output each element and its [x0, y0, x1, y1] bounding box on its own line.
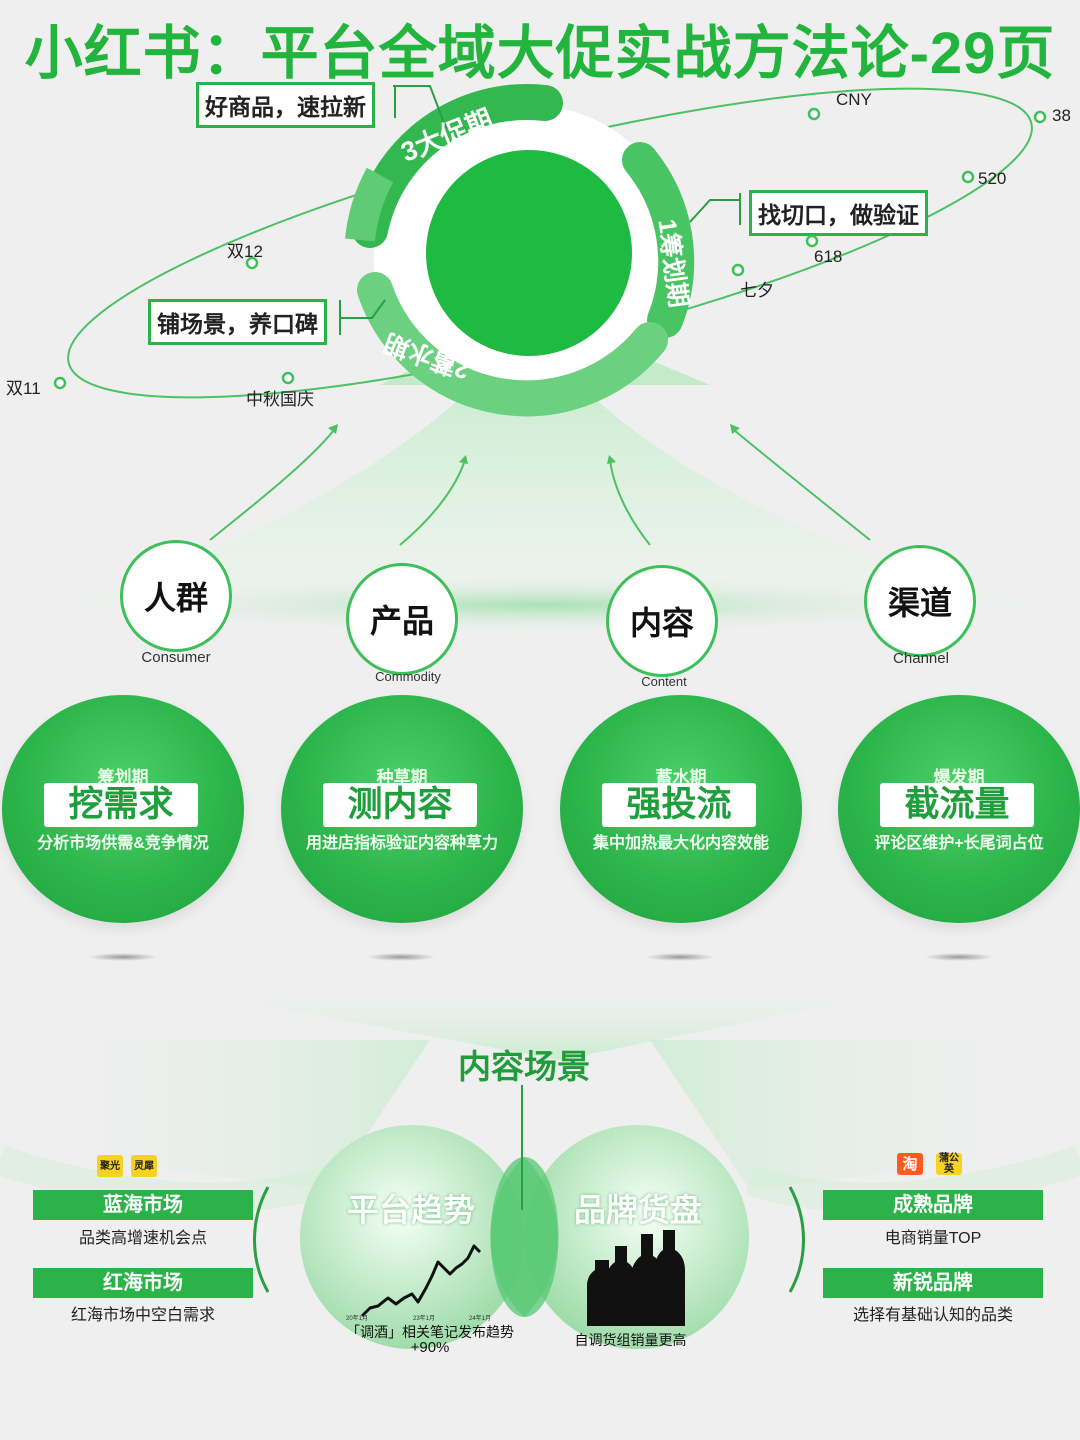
market-new-brand-desc: 选择有基础认知的品类: [852, 1307, 1013, 1324]
pillar-consumer: 人群: [120, 540, 232, 652]
date-midautumn: 中秋国庆: [246, 390, 314, 409]
callout-good-product: 好商品，速拉新: [196, 82, 375, 128]
tag-pugongying: 蒲公英: [936, 1153, 962, 1175]
date-d11: 双11: [6, 379, 41, 398]
phase-circle-planning: 筹划期 挖需求 分析市场供需&竞争情况: [2, 695, 244, 923]
pillar-channel-en: Channel: [893, 650, 949, 667]
trend-caption: 「调酒」相关笔记发布趋势: [346, 1324, 514, 1340]
phase-main: 截流量: [880, 783, 1034, 827]
pillar-content: 内容: [606, 565, 718, 677]
tag-lingxi: 灵犀: [131, 1155, 157, 1177]
pillar-consumer-label: 人群: [143, 580, 208, 616]
date-520: 520: [978, 169, 1007, 188]
marker-cny: [807, 107, 821, 121]
phase-desc: 分析市场供需&竞争情况: [37, 835, 209, 852]
phase-circle-burst: 爆发期 截流量 评论区维护+长尾词占位: [838, 695, 1080, 923]
trend-line-chart: [360, 1244, 482, 1318]
circle-shadow: [924, 953, 994, 961]
pillar-channel: 渠道: [864, 545, 976, 657]
tag-juguang: 聚光: [97, 1155, 123, 1177]
date-38: 38: [1052, 106, 1071, 125]
phase-name: 种草期: [376, 768, 428, 787]
trend-axis-tick: 24年1月: [469, 1316, 492, 1322]
phase-desc: 用进店指标验证内容种草力: [305, 835, 498, 852]
circle-shadow: [366, 953, 436, 961]
phase-main: 测内容: [323, 783, 477, 827]
market-mature-brand-desc: 电商销量TOP: [884, 1230, 982, 1247]
venn-left-title: 平台趋势: [346, 1192, 475, 1228]
pillar-channel-label: 渠道: [887, 585, 952, 621]
date-cny: CNY: [836, 90, 872, 109]
pillar-content-en: Content: [641, 674, 687, 689]
phase-circle-seeding: 种草期 测内容 用进店指标验证内容种草力: [281, 695, 523, 923]
pillar-consumer-en: Consumer: [141, 649, 211, 666]
trend-value: +90%: [410, 1339, 450, 1356]
phase-name: 筹划期: [97, 768, 149, 787]
market-new-brand: 新锐品牌: [823, 1268, 1043, 1298]
pillar-commodity-label: 产品: [369, 603, 434, 639]
bottles-icon: [587, 1230, 685, 1326]
date-qixi: 七夕: [740, 281, 774, 300]
market-blue-ocean-desc: 品类高增速机会点: [78, 1230, 207, 1247]
callout-build-scene: 铺场景，养口碑: [148, 299, 327, 345]
pillar-commodity: 产品: [346, 563, 458, 675]
market-blue-ocean: 蓝海市场: [33, 1190, 253, 1220]
scene-title: 内容场景: [458, 1048, 590, 1085]
pillar-commodity-en: Commodity: [375, 669, 441, 684]
pillar-content-label: 内容: [629, 605, 694, 641]
phase-desc: 集中加热最大化内容效能: [592, 835, 769, 852]
marker-d11: [53, 376, 67, 390]
market-red-ocean-desc: 红海市场中空白需求: [70, 1307, 215, 1324]
marker-520: [961, 170, 975, 184]
bottles-caption: 自调货组销量更高: [574, 1332, 687, 1348]
trend-axis-tick: 20年1月: [346, 1316, 369, 1322]
marker-d12: [245, 256, 259, 270]
marker-618: [805, 234, 819, 248]
phase-name: 爆发期: [933, 768, 985, 787]
marker-qixi: [731, 263, 745, 277]
phase-main: 强投流: [602, 783, 756, 827]
page-title: 小红书：平台全域大促实战方法论-29页: [24, 21, 1056, 86]
date-d12: 双12: [227, 242, 263, 261]
phase-desc: 评论区维护+长尾词占位: [874, 835, 1044, 852]
circle-shadow: [88, 953, 158, 961]
venn-right-title: 品牌货盘: [573, 1192, 702, 1228]
date-618: 618: [814, 247, 843, 266]
marker-midautumn: [281, 371, 295, 385]
trend-axis-tick: 23年1月: [413, 1316, 436, 1322]
market-mature-brand: 成熟品牌: [823, 1190, 1043, 1220]
callout-find-entry: 找切口，做验证: [749, 190, 928, 236]
phase-main: 挖需求: [44, 783, 198, 827]
circle-shadow: [645, 953, 715, 961]
phase-name: 蓄水期: [655, 768, 707, 787]
phase-circle-reservoir: 蓄水期 强投流 集中加热最大化内容效能: [560, 695, 802, 923]
marker-38: [1033, 110, 1047, 124]
orbit-markers: [53, 107, 1047, 390]
market-red-ocean: 红海市场: [33, 1268, 253, 1298]
tag-taobao: 淘: [897, 1153, 923, 1175]
